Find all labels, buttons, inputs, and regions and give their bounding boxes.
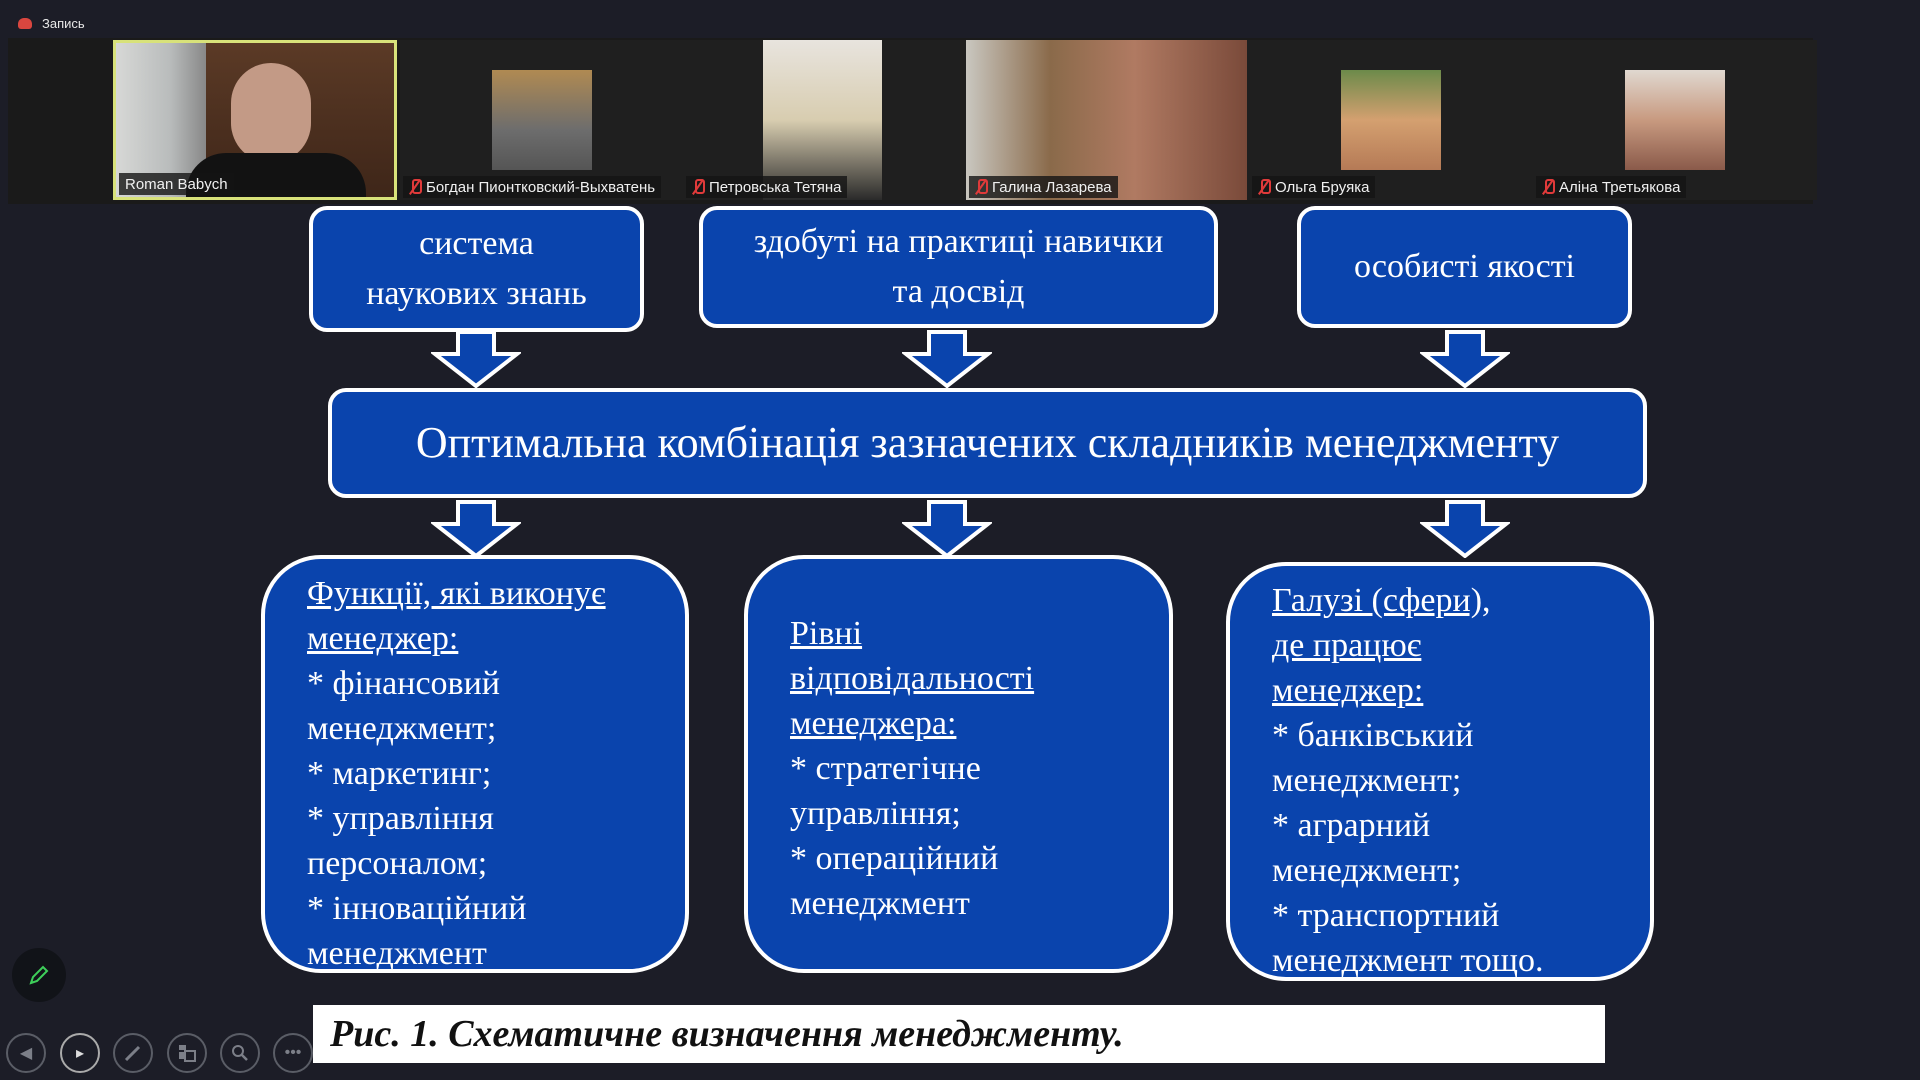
triangle-right-icon: ▸ <box>75 1045 85 1062</box>
muted-mic-icon <box>1258 179 1271 195</box>
down-arrow-icon <box>902 330 992 388</box>
participant-name: Богдан Пионтковский-Выхватень <box>403 176 662 198</box>
muted-mic-icon <box>692 179 705 195</box>
top-box-qualities: особисті якості <box>1297 206 1632 328</box>
participant-photo <box>1625 70 1725 170</box>
recording-label: Запись <box>42 16 85 31</box>
muted-mic-icon <box>975 179 988 195</box>
down-arrow-icon <box>902 500 992 558</box>
participant-name: Аліна Третьякова <box>1536 176 1687 198</box>
zoom-slide-button[interactable] <box>220 1033 260 1073</box>
muted-mic-icon <box>1542 179 1555 195</box>
next-slide-button[interactable]: ▸ <box>60 1033 100 1073</box>
video-tile-participant[interactable]: Богдан Пионтковский-Выхватень <box>400 40 684 200</box>
video-tile-participant[interactable]: Аліна Третьякова <box>1533 40 1817 200</box>
video-tile-participant[interactable]: Петровська Тетяна <box>683 40 967 200</box>
down-arrow-icon <box>431 330 521 388</box>
muted-mic-icon <box>409 179 422 195</box>
video-tile-participant[interactable]: Ольга Бруяка <box>1249 40 1533 200</box>
magnifier-icon <box>232 1045 248 1061</box>
participant-name: Ольга Бруяка <box>1252 176 1376 198</box>
see-all-slides-button[interactable] <box>167 1033 207 1073</box>
pen-icon <box>124 1045 141 1062</box>
ellipsis-icon: ••• <box>284 1044 302 1061</box>
video-tile-participant[interactable]: Галина Лазарева <box>966 40 1250 200</box>
previous-slide-button[interactable]: ◀ <box>6 1033 46 1073</box>
participant-name: Петровська Тетяна <box>686 176 848 198</box>
participant-photo <box>1341 70 1441 170</box>
record-icon <box>18 18 32 29</box>
down-arrow-icon <box>1420 330 1510 388</box>
recording-indicator[interactable]: Запись <box>18 16 85 31</box>
figure-caption: Рис. 1. Схематичне визначення менеджмент… <box>313 1005 1605 1063</box>
more-options-button[interactable]: ••• <box>273 1033 313 1073</box>
participant-name: Roman Babych <box>119 173 234 195</box>
pencil-icon <box>29 965 49 985</box>
annotate-button[interactable] <box>12 948 66 1002</box>
pen-tool-button[interactable] <box>113 1033 153 1073</box>
participant-name: Галина Лазарева <box>969 176 1118 198</box>
triangle-left-icon: ◀ <box>19 1045 33 1062</box>
down-arrow-icon <box>1420 500 1510 558</box>
down-arrow-icon <box>431 500 521 558</box>
center-box: Оптимальна комбінація зазначених складни… <box>328 388 1647 498</box>
participant-photo <box>763 40 882 200</box>
participant-photo <box>492 70 592 170</box>
slides-grid-icon <box>179 1045 196 1062</box>
video-tile-roman-babych[interactable]: Roman Babych <box>113 40 397 200</box>
video-feed <box>966 40 1247 200</box>
